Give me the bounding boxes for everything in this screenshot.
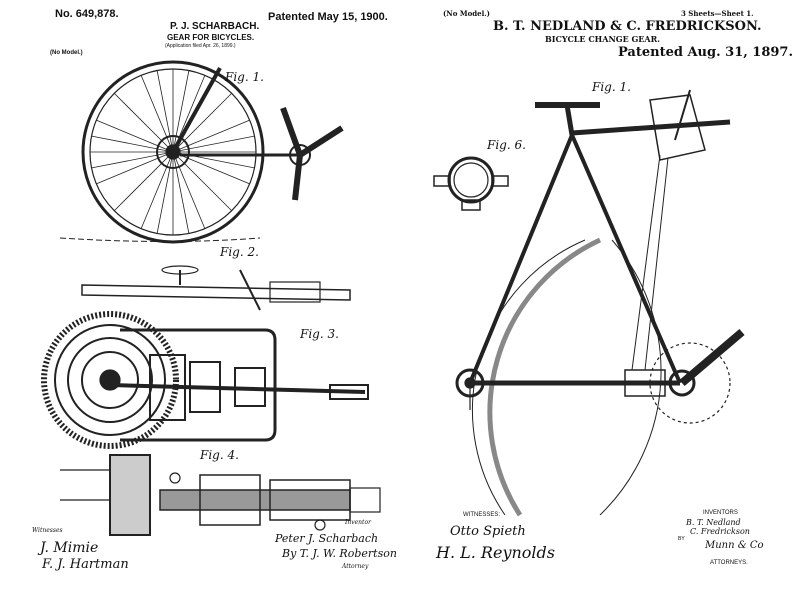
right-fig1-label: Fig. 1. <box>592 80 631 94</box>
left-patent-number: No. 649,878. <box>55 8 119 20</box>
right-witnesses-label: WITNESSES: <box>463 512 501 518</box>
right-fig6-clamp <box>433 156 509 211</box>
left-attorney-signature: By T. J. W. Robertson <box>282 547 397 560</box>
left-fig2-label: Fig. 2. <box>220 245 259 259</box>
right-no-model: (No Model.) <box>443 9 490 18</box>
left-attorney-label: Attorney <box>342 563 369 570</box>
left-witnesses-label: Witnesses <box>32 527 63 534</box>
right-inventor-signature-1: B. T. Nedland <box>686 518 741 527</box>
right-by-label: BY <box>678 536 685 542</box>
right-patent-title: BICYCLE CHANGE GEAR. <box>545 34 661 44</box>
left-inventor-name: P. J. SCHARBACH. <box>170 21 260 32</box>
left-fig1-label: Fig. 1. <box>225 70 264 84</box>
right-attorney-signature: Munn & Co <box>705 540 764 551</box>
left-application-date: (Application filed Apr. 26, 1899.) <box>165 43 236 49</box>
right-inventor-signature-2: C. Fredrickson <box>690 527 750 536</box>
right-inventors-label: INVENTORS <box>703 510 738 516</box>
left-fig4-label: Fig. 4. <box>200 448 239 462</box>
left-witness-signature-2: F. J. Hartman <box>42 557 129 572</box>
right-inventors: B. T. NEDLAND & C. FREDRICKSON. <box>493 19 762 34</box>
right-fig6-label: Fig. 6. <box>487 138 526 152</box>
left-no-model: (No Model.) <box>50 50 83 56</box>
right-sheets: 3 Sheets—Sheet 1. <box>681 9 754 18</box>
left-fig1-wheel <box>59 60 344 244</box>
left-fig3-label: Fig. 3. <box>300 327 339 341</box>
left-fig3-gear <box>41 311 369 449</box>
right-patent-date: Patented Aug. 31, 1897. <box>618 45 793 60</box>
right-witness-signature-2: H. L. Reynolds <box>436 543 555 562</box>
left-patent-date: Patented May 15, 1900. <box>268 11 388 23</box>
left-inventor-label: Inventor <box>345 519 371 526</box>
left-inventor-signature: Peter J. Scharbach <box>275 532 379 545</box>
right-attorneys-label: ATTORNEYS. <box>710 560 748 566</box>
left-patent-title: GEAR FOR BICYCLES. <box>167 33 255 42</box>
left-witness-signature-1: J. Mimie <box>40 540 99 556</box>
left-fig4-section <box>60 454 381 536</box>
right-witness-signature-1: Otto Spieth <box>450 524 526 539</box>
right-fig1-frame <box>455 89 745 517</box>
left-fig2-axle <box>81 265 351 311</box>
